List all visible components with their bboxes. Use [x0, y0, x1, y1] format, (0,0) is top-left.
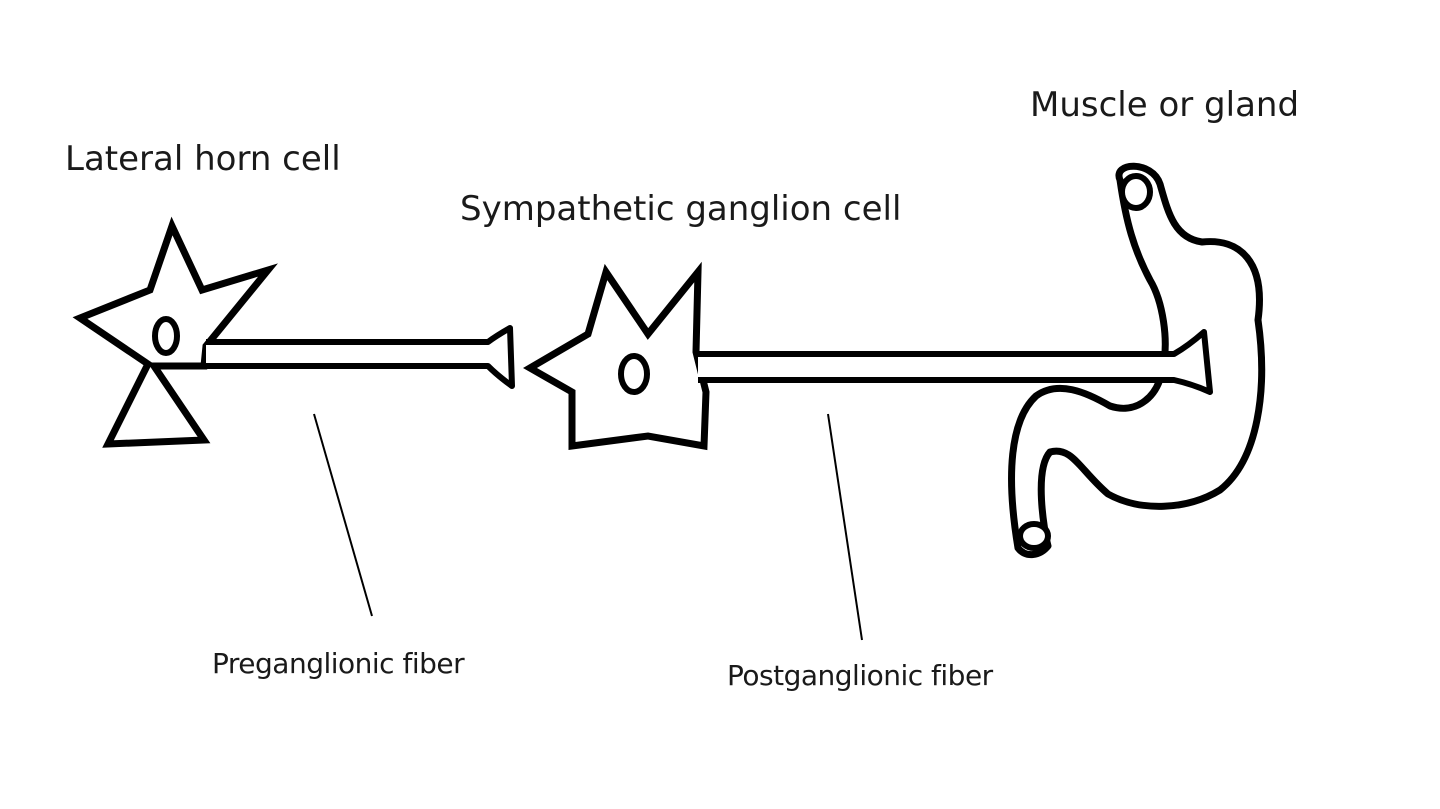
preganglionic-axon — [206, 325, 515, 389]
organ-bottom-opening — [1017, 521, 1051, 551]
sympathetic-ganglion-cell-label: Sympathetic ganglion cell — [460, 189, 902, 229]
preganglionic-fiber-label: Preganglionic fiber — [212, 647, 465, 680]
lateral-horn-cell-nucleus — [152, 316, 180, 356]
preganglionic-leader-line — [313, 413, 373, 617]
lateral-horn-cell — [72, 216, 278, 448]
muscle-or-gland-label: Muscle or gland — [1030, 85, 1300, 125]
postganglionic-leader-line — [827, 413, 863, 641]
sympathetic-ganglion-cell — [523, 261, 710, 451]
postganglionic-fiber — [698, 329, 1213, 395]
preganglionic-fiber — [206, 325, 515, 389]
postganglionic-axon — [698, 329, 1213, 395]
organ-top-opening — [1119, 173, 1153, 211]
postganglionic-fiber-label: Postganglionic fiber — [727, 659, 993, 692]
lateral-horn-cell-label: Lateral horn cell — [65, 139, 341, 179]
ganglion-cell-body — [523, 261, 710, 451]
ganglion-cell-nucleus — [618, 353, 650, 395]
muscle-or-gland — [1008, 162, 1266, 558]
organ-outline — [1008, 162, 1266, 558]
